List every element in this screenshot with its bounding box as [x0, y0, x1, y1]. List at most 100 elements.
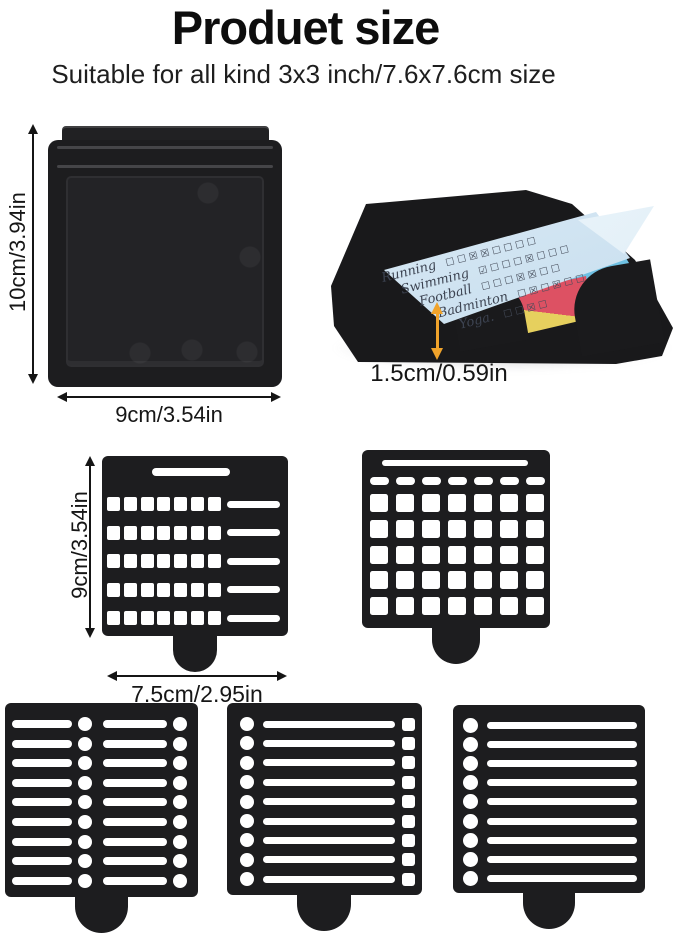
plate-hole: [474, 597, 492, 616]
plate-hole: [487, 759, 637, 767]
plate-hole: [157, 582, 171, 597]
plate-hole: [157, 554, 171, 568]
plate-hole: [463, 794, 478, 810]
plate-hole: [370, 545, 388, 564]
divider-plate-lines: [453, 705, 645, 929]
plate-hanger-tab: [297, 894, 351, 931]
plate-hole: [207, 611, 221, 625]
holder-groove-line: [57, 165, 273, 168]
plate-hole: [487, 875, 637, 883]
arrow-head-icon: [107, 671, 117, 681]
plate-hole: [240, 794, 254, 809]
plate-hole: [103, 739, 167, 748]
plate-hole: [173, 736, 187, 751]
plate-hole: [370, 571, 388, 590]
plate-hole: [173, 756, 187, 771]
plate-hole: [500, 519, 518, 538]
arrow-head-icon: [271, 392, 281, 402]
arrow-line: [436, 312, 439, 350]
plate-hole: [107, 525, 120, 540]
plate-hole: [402, 775, 415, 789]
plate-hole: [207, 554, 221, 568]
plate-hole: [396, 545, 414, 564]
plate-hole: [500, 494, 518, 512]
arrow-line: [115, 675, 279, 677]
plate-hole: [422, 597, 440, 616]
plate-hole: [240, 814, 254, 828]
plate-hole: [240, 833, 254, 848]
plate-hole: [123, 611, 137, 625]
plate-hole: [140, 525, 154, 540]
plate-hole: [487, 836, 637, 844]
plate-hole: [78, 854, 92, 869]
plate-width-label: 7.5cm/2.95in: [131, 681, 263, 707]
plate-hole: [526, 545, 544, 564]
plate-hole: [140, 554, 154, 568]
plate-hole: [396, 494, 414, 512]
plate-hole: [463, 813, 478, 829]
page-title: Produet size: [171, 1, 440, 54]
plate-hole: [207, 525, 221, 540]
arrow-line: [32, 132, 34, 376]
plate-hole: [422, 519, 440, 538]
plate-hole: [174, 525, 188, 540]
plate-hole: [448, 545, 466, 564]
width-dimension-arrow: [57, 392, 281, 402]
plate-hole: [402, 872, 415, 886]
plate-hole: [227, 614, 280, 622]
plate-hole: [474, 545, 492, 564]
plate-hole: [402, 814, 415, 828]
plate-hole: [173, 834, 187, 849]
plate-hole: [140, 497, 154, 511]
plate-hole: [500, 477, 519, 485]
divider-plate-grid: [362, 450, 550, 664]
plate-hole: [474, 494, 492, 512]
plate-hole: [191, 582, 204, 597]
width-dimension-label: 9cm/3.54in: [115, 402, 223, 427]
plate-hole: [123, 582, 137, 597]
plate-hole: [140, 611, 154, 625]
plate-hole: [448, 519, 466, 538]
plate-hole: [263, 720, 395, 728]
plate-hole: [78, 717, 92, 731]
arrow-head-icon: [85, 628, 95, 638]
plate-hole: [396, 597, 414, 616]
plate-hole: [140, 582, 154, 597]
plate-hole: [12, 818, 72, 826]
plate-hole: [526, 597, 544, 616]
plate-hole: [12, 857, 72, 866]
plate-hole: [12, 739, 72, 748]
plate-hole: [402, 756, 415, 770]
plate-hole: [173, 775, 187, 790]
plate-hole: [191, 497, 204, 511]
plate-hole: [487, 721, 637, 729]
plate-hole: [12, 798, 72, 807]
plate-hole: [157, 525, 171, 540]
plate-hole: [191, 554, 204, 568]
plate-hole: [240, 852, 254, 867]
height-dimension-arrow: [28, 124, 38, 384]
arrow-head-icon: [28, 124, 38, 134]
plate-hole: [227, 529, 280, 536]
plate-hole: [173, 854, 187, 869]
plate-hole: [448, 494, 466, 512]
plate-hole: [227, 586, 280, 593]
holder-with-notes-photo: Running☐☐☒☒☐☐☐☐ Swimming☑☐☐☐☒☐☐☐ Footbal…: [328, 176, 676, 406]
plate-hole: [207, 497, 221, 511]
plate-hole: [174, 611, 188, 625]
thickness-dimension-label: 1.5cm/0.59in: [370, 360, 508, 387]
plate-height-arrow: [85, 456, 95, 638]
plate-hole: [174, 554, 188, 568]
holder-front-photo: [48, 140, 282, 387]
plate-hole: [370, 519, 388, 538]
plate-hole: [152, 468, 230, 476]
plate-hole: [526, 519, 544, 538]
plate-hole: [402, 853, 415, 867]
plate-hole: [207, 582, 221, 597]
plate-hole: [487, 855, 637, 863]
plate-hole: [12, 778, 72, 787]
plate-hole: [370, 477, 389, 485]
plate-hanger-tab: [173, 635, 217, 672]
plate-hole: [487, 740, 637, 748]
